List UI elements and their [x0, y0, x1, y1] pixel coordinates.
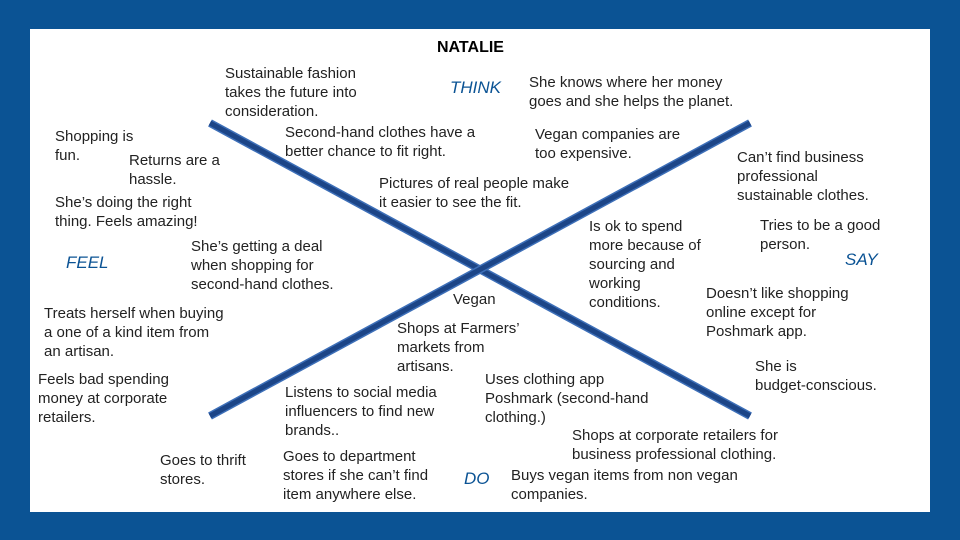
quadrant-divider-lines — [208, 119, 752, 420]
quadrant-label-feel: FEEL — [66, 253, 109, 272]
note-good-person: Tries to be a good person. — [760, 217, 881, 253]
note-feels-bad: Feels bad spending money at corporate re… — [38, 371, 169, 426]
note-vegan-expensive: Vegan companies are too expensive. — [535, 126, 681, 162]
persona-title: NATALIE — [437, 39, 504, 56]
note-returns-hassle: Returns are a hassle. — [129, 152, 220, 188]
empathy-map-canvas: NATALIE THINK FEEL SAY DO Sustainable fa… — [30, 29, 930, 512]
note-money-planet: She knows where her money goes and she h… — [529, 74, 734, 110]
note-corporate-retailers: Shops at corporate retailers for busines… — [572, 427, 778, 463]
quadrant-label-do: DO — [464, 469, 490, 488]
note-farmers-markets: Shops at Farmers’ markets from artisans. — [397, 320, 520, 375]
note-vegan-items: Buys vegan items from non vegan companie… — [511, 467, 738, 503]
note-sustainable-fashion: Sustainable fashion takes the future int… — [225, 65, 357, 120]
diagonal-line-right-to-left-core — [208, 120, 752, 419]
note-vegan: Vegan — [453, 291, 496, 308]
note-influencers: Listens to social media influencers to f… — [285, 384, 437, 439]
note-spend-more: Is ok to spend more because of sourcing … — [589, 218, 701, 311]
note-business-clothes: Can’t find business professional sustain… — [737, 149, 869, 204]
quadrant-label-say: SAY — [845, 250, 878, 269]
note-real-people-pictures: Pictures of real people make it easier t… — [379, 175, 570, 211]
note-budget-conscious: She is budget-conscious. — [755, 358, 877, 394]
note-dislikes-online: Doesn’t like shopping online except for … — [706, 285, 849, 340]
note-thrift-stores: Goes to thrift stores. — [160, 452, 246, 488]
note-secondhand-fit: Second-hand clothes have a better chance… — [285, 124, 476, 160]
note-shopping-fun: Shopping is fun. — [55, 128, 134, 164]
note-doing-right-thing: She’s doing the right thing. Feels amazi… — [55, 194, 198, 230]
quadrant-label-think: THINK — [450, 78, 501, 97]
note-getting-deal: She’s getting a deal when shopping for s… — [191, 238, 334, 293]
note-poshmark-app: Uses clothing app Poshmark (second-hand … — [485, 371, 649, 426]
note-treats-herself: Treats herself when buying a one of a ki… — [44, 305, 224, 360]
note-department-stores: Goes to department stores if she can’t f… — [283, 448, 429, 503]
